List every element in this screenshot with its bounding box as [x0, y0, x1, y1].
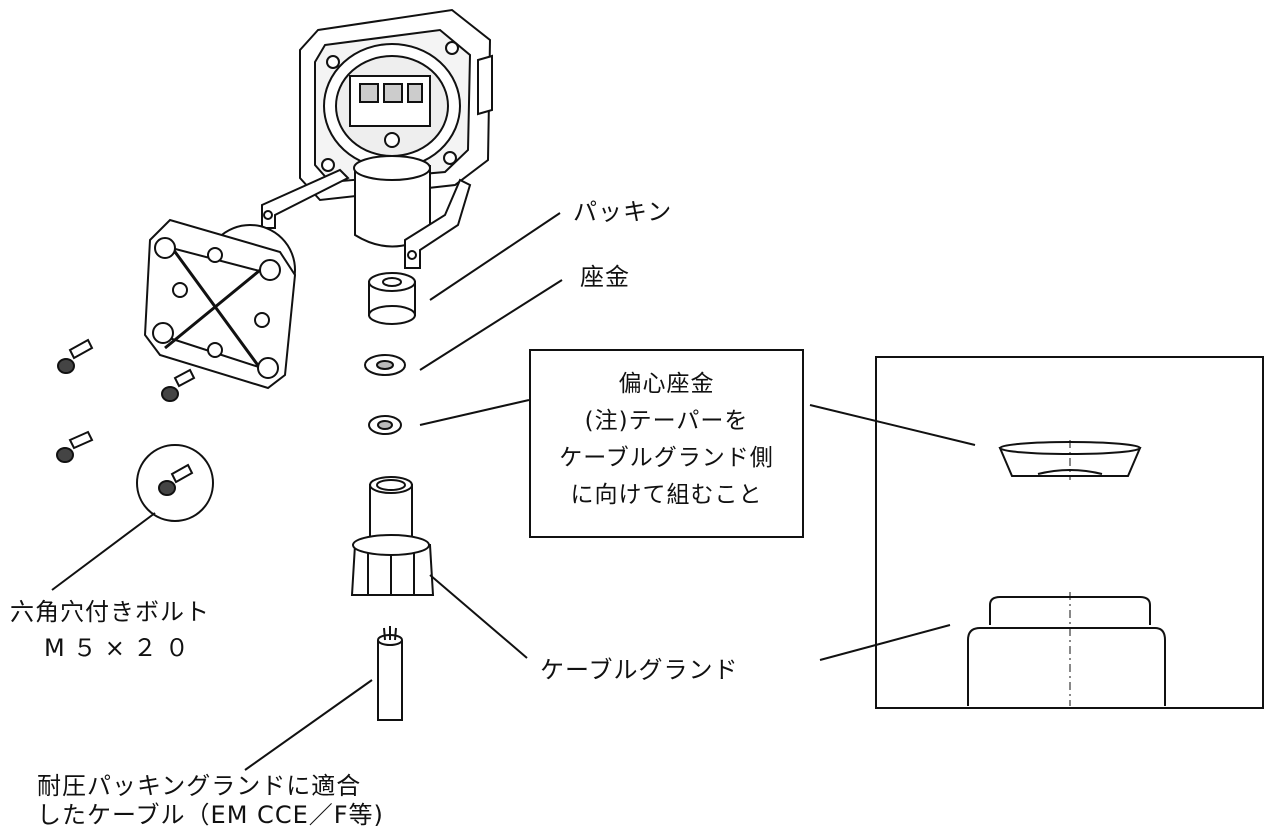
label-cable-gland: ケーブルグランド — [540, 656, 739, 684]
hex-bolt-3 — [56, 430, 94, 463]
note-title: 偏心座金 — [618, 371, 715, 397]
leader-packing — [429, 212, 561, 301]
hex-bolt-detail — [136, 444, 214, 522]
cable-gland-part — [350, 476, 435, 596]
label-hex-bolt-size: M５×２０ — [44, 634, 197, 662]
eccentric-washer-part — [368, 415, 402, 435]
hex-bolt-2 — [161, 368, 196, 402]
label-cable-line2: したケーブル（EM CCE／F等) — [37, 801, 384, 829]
label-washer: 座金 — [580, 263, 630, 291]
leader-hex-bolt — [51, 512, 156, 591]
label-hex-bolt-name: 六角穴付きボルト — [10, 598, 210, 626]
note-line-4: に向けて組むこと — [570, 482, 763, 508]
eccentric-washer-note: 偏心座金 (注)テーパーを ケーブルグランド側 に向けて組むこと — [529, 349, 804, 538]
leader-washer — [419, 279, 563, 371]
packing-part — [368, 272, 416, 325]
hex-bolt-1 — [57, 338, 94, 374]
housing-body — [261, 8, 493, 269]
cable-part — [377, 626, 403, 721]
leader-zoom-gland — [819, 624, 951, 661]
note-line-3: ケーブルグランド側 — [559, 445, 774, 471]
cover-plate — [143, 218, 297, 390]
leader-zoom-washer — [809, 404, 976, 446]
zoom-detail-drawing — [967, 440, 1166, 706]
note-line-2: (注)テーパーを — [584, 408, 749, 434]
leader-eccentric-washer — [419, 399, 530, 426]
leader-cable — [244, 679, 373, 771]
label-packing: パッキン — [573, 198, 673, 226]
label-cable-line1: 耐圧パッキングランドに適合 — [37, 772, 362, 800]
leader-cable-gland — [429, 574, 528, 659]
zoom-detail-box — [875, 356, 1264, 709]
washer-part — [364, 354, 406, 376]
